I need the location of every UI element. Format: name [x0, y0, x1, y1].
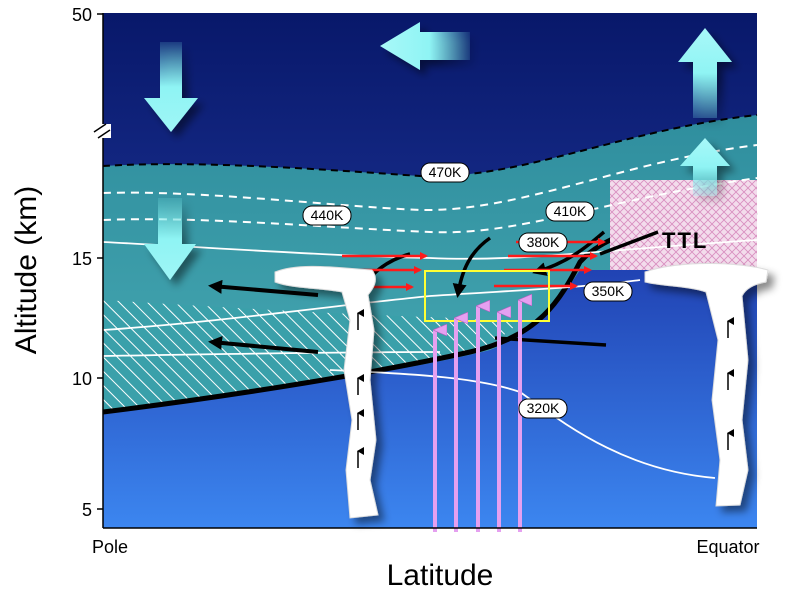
convective-cloud-tropical — [644, 263, 769, 507]
y-tick-label-50: 50 — [72, 5, 92, 25]
label-440k: 440K — [302, 205, 352, 226]
svg-text:320K: 320K — [527, 400, 560, 416]
isentrope-380k-line — [102, 239, 758, 260]
y-tick-label-10: 10 — [72, 369, 92, 389]
poleward-arrow-upper — [380, 22, 470, 70]
svg-text:440K: 440K — [311, 207, 344, 223]
label-410k: 410K — [545, 201, 595, 222]
label-380k: 380K — [518, 232, 568, 253]
svg-text:410K: 410K — [554, 203, 587, 219]
label-350k: 350K — [583, 281, 633, 302]
y-axis-title: Altitude (km) — [10, 186, 43, 354]
tropical-outflow-arrow — [494, 336, 607, 347]
ttl-pointer-line — [599, 230, 659, 256]
svg-text:470K: 470K — [429, 164, 462, 180]
convective-cloud-midlatitude — [274, 265, 379, 519]
tropical-updraft-arrows — [433, 300, 520, 532]
poleward-transport-arrow-upper — [208, 279, 319, 297]
y-axis-ticks — [97, 13, 103, 510]
isentrope-470k-line — [102, 114, 758, 178]
ttl-label: TTL — [662, 228, 708, 253]
label-470k: 470K — [420, 162, 470, 183]
upwelling-arrow-equator-lower — [680, 138, 730, 196]
x-axis-right-end-label: Equator — [696, 537, 759, 557]
x-axis-left-end-label: Pole — [92, 537, 128, 557]
x-axis-title: Latitude — [387, 559, 494, 592]
isentrope-340k-line — [102, 351, 441, 357]
upwelling-arrow-equator-upper — [678, 28, 732, 118]
hatched-lowermost-stratosphere — [103, 300, 520, 412]
poleward-transport-arrow-lower — [208, 335, 319, 354]
ttl-crosshatch-region — [610, 180, 757, 270]
svg-text:380K: 380K — [527, 234, 560, 250]
isentrope-410k-line — [102, 177, 758, 234]
label-320k: 320K — [518, 398, 568, 419]
downwelling-arrow-polar-lower — [144, 198, 196, 280]
ttl-yellow-box — [424, 270, 550, 322]
y-axis-break — [93, 123, 111, 139]
y-tick-label-15: 15 — [72, 249, 92, 269]
svg-text:350K: 350K — [592, 283, 625, 299]
curved-descent-arrow-center — [452, 236, 492, 298]
y-tick-label-5: 5 — [82, 500, 92, 520]
isentrope-440k-line — [102, 144, 758, 212]
downwelling-arrow-polar-upper — [144, 42, 198, 132]
